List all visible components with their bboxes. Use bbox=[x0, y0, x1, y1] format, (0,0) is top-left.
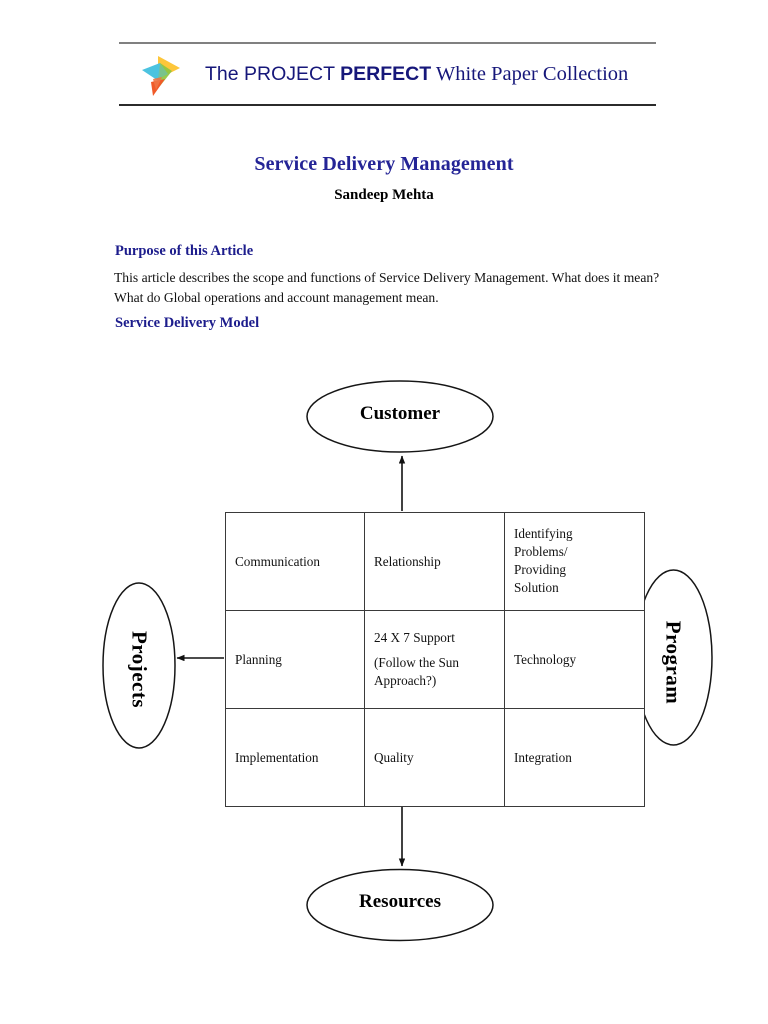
cell-quality: Quality bbox=[364, 708, 505, 807]
section-heading-purpose: Purpose of this Article bbox=[115, 243, 254, 259]
cell-line: Approach?) bbox=[374, 673, 437, 688]
cell-communication: Communication bbox=[225, 512, 365, 611]
brand-project: PROJECT bbox=[244, 63, 341, 85]
brand-title: The PROJECT PERFECT White Paper Collecti… bbox=[205, 55, 655, 93]
project-perfect-arrow-logo bbox=[138, 52, 184, 98]
document-author: Sandeep Mehta bbox=[334, 187, 434, 203]
cell-line: (Follow the Sun bbox=[374, 655, 459, 670]
table-row: Communication Relationship Identifying P… bbox=[225, 512, 645, 611]
cell-line: Problems/ bbox=[514, 544, 568, 559]
section-body-purpose: This article describes the scope and fun… bbox=[114, 270, 660, 305]
cell-technology: Technology bbox=[504, 610, 645, 709]
cell-line: Providing bbox=[514, 562, 567, 577]
cell-24x7-support: 24 X 7 Support (Follow the Sun Approach?… bbox=[364, 610, 505, 709]
header-rule-bottom bbox=[119, 104, 656, 106]
cell-relationship: Relationship bbox=[364, 512, 505, 611]
cell-integration: Integration bbox=[504, 708, 645, 807]
page-header: The PROJECT PERFECT White Paper Collecti… bbox=[119, 42, 656, 106]
brand-prefix: The bbox=[205, 63, 245, 85]
node-label-customer: Customer bbox=[359, 403, 441, 424]
node-label-resources: Resources bbox=[359, 891, 441, 912]
service-delivery-matrix: Communication Relationship Identifying P… bbox=[225, 512, 645, 807]
cell-line: Identifying bbox=[514, 526, 573, 541]
header-rule-top bbox=[119, 42, 656, 44]
brand-perfect: PERFECT bbox=[340, 63, 432, 85]
table-row: Planning 24 X 7 Support (Follow the Sun … bbox=[225, 610, 645, 709]
cell-planning: Planning bbox=[225, 610, 365, 709]
page-title: Service Delivery Management bbox=[254, 153, 514, 175]
node-label-projects: Projects bbox=[127, 630, 152, 709]
table-row: Implementation Quality Integration bbox=[225, 708, 645, 807]
cell-line: 24 X 7 Support bbox=[374, 630, 455, 645]
section-heading-model: Service Delivery Model bbox=[115, 315, 260, 331]
node-label-program: Program bbox=[661, 620, 686, 705]
cell-implementation: Implementation bbox=[225, 708, 365, 807]
brand-suffix: White Paper Collection bbox=[431, 63, 629, 85]
cell-line: Solution bbox=[514, 580, 559, 595]
cell-identifying-problems: Identifying Problems/ Providing Solution bbox=[504, 512, 645, 611]
